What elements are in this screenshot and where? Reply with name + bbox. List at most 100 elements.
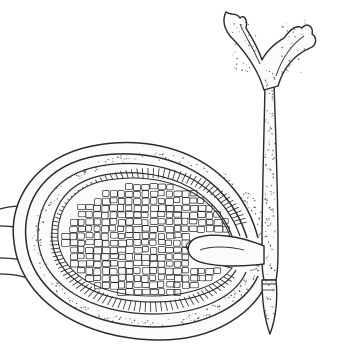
stipple-dot (271, 116, 272, 117)
stipple-dot (232, 54, 233, 55)
stipple-dot (207, 172, 208, 173)
stipple-dot (239, 290, 241, 292)
stipple-dot (300, 72, 301, 73)
stipple-dot (39, 229, 40, 230)
stipple-dot (232, 184, 233, 185)
stipple-dot (272, 154, 273, 155)
stipple-dot (51, 283, 52, 284)
stipple-dot (120, 158, 121, 159)
stipple-dot (70, 177, 72, 179)
stipple-dot (273, 291, 274, 292)
stipple-dot (158, 323, 159, 324)
stipple-dot (257, 236, 258, 237)
stipple-dot (72, 301, 73, 302)
stipple-dot (40, 255, 41, 256)
stipple-dot (272, 97, 273, 98)
stipple-dot (271, 194, 272, 195)
stipple-dot (45, 210, 46, 211)
stipple-dot (108, 159, 109, 160)
stipple-dot (281, 71, 282, 72)
stipple-dot (183, 323, 184, 324)
stipple-dot (265, 310, 266, 311)
stipple-dot (40, 217, 42, 219)
stipple-dot (295, 36, 296, 37)
stipple-dot (225, 174, 226, 175)
stipple-dot (270, 263, 271, 264)
stipple-dot (290, 47, 291, 48)
stipple-dot (286, 22, 287, 23)
stipple-dot (56, 290, 58, 292)
stipple-dot (241, 197, 242, 198)
stipple-dot (85, 306, 86, 307)
stipple-dot (267, 110, 268, 111)
stipple-dot (257, 224, 258, 225)
stipple-dot (91, 168, 92, 169)
stipple-dot (127, 155, 128, 156)
stipple-dot (266, 164, 267, 165)
stipple-dot (272, 158, 273, 159)
stipple-dot (270, 224, 271, 225)
stipple-dot (272, 306, 273, 307)
stipple-dot (268, 218, 269, 219)
stipple-dot (206, 314, 207, 315)
stipple-dot (267, 298, 268, 299)
stipple-dot (247, 202, 248, 203)
stipple-dot (114, 317, 115, 318)
stipple-dot (37, 230, 38, 231)
stipple-dot (56, 198, 57, 199)
stipple-dot (134, 159, 135, 160)
stipple-dot (273, 215, 274, 216)
stipple-dot (223, 173, 224, 174)
stipple-dot (287, 71, 288, 72)
stipple-dot (129, 158, 130, 159)
stipple-dot (191, 320, 192, 321)
stipple-dot (78, 175, 79, 176)
stipple-dot (267, 318, 268, 319)
stipple-dot (228, 297, 229, 298)
stipple-dot (43, 221, 45, 223)
stipple-dot (266, 318, 267, 319)
stipple-dot (264, 121, 265, 122)
stipple-dot (259, 218, 260, 219)
stipple-dot (112, 161, 113, 162)
stipple-dot (37, 215, 38, 216)
stipple-dot (117, 157, 119, 159)
stipple-dot (271, 209, 272, 210)
stipple-dot (270, 207, 271, 208)
stipple-dot (224, 177, 225, 178)
stipple-dot (130, 318, 131, 319)
stipple-dot (251, 210, 253, 212)
stipple-dot (181, 321, 182, 322)
stipple-dot (290, 64, 291, 65)
stipple-dot (154, 154, 155, 155)
stipple-dot (266, 186, 267, 187)
stipple-dot (44, 275, 45, 276)
stipple-dot (246, 288, 248, 290)
stipple-dot (109, 317, 110, 318)
stipple-dot (112, 320, 113, 321)
stipple-dot (88, 308, 89, 309)
stipple-dot (58, 195, 59, 196)
stipple-dot (41, 210, 42, 211)
stipple-dot (234, 291, 235, 292)
stipple-dot (253, 276, 254, 277)
stipple-dot (274, 99, 275, 100)
stipple-dot (98, 310, 99, 311)
stipple-dot (301, 29, 302, 30)
stipple-dot (189, 315, 190, 316)
stipple-dot (36, 240, 37, 241)
stipple-dot (105, 161, 106, 162)
stipple-dot (266, 315, 267, 316)
stipple-dot (272, 99, 273, 100)
stipple-dot (62, 289, 63, 290)
stipple-dot (273, 237, 274, 238)
stipple-dot (39, 240, 40, 241)
stipple-dot (168, 319, 169, 320)
stipple-dot (54, 200, 55, 201)
stipple-dot (43, 265, 44, 266)
stipple-dot (83, 169, 85, 171)
stipple-dot (301, 34, 302, 35)
stipple-dot (81, 177, 82, 178)
stipple-dot (245, 22, 246, 23)
stipple-dot (84, 172, 86, 174)
